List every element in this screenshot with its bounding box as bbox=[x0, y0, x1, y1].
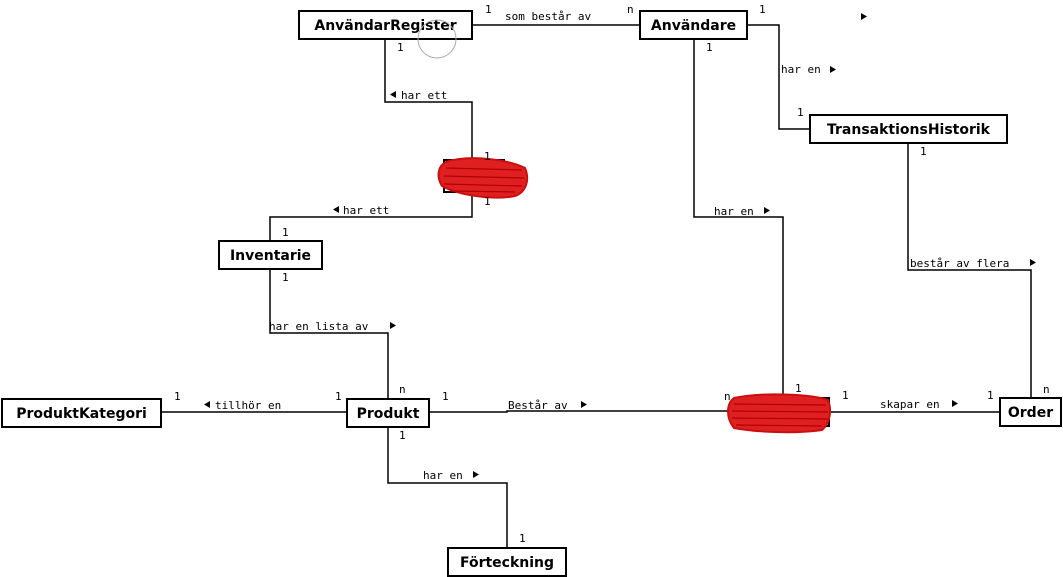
entity-forteckning[interactable]: Förteckning bbox=[447, 547, 567, 577]
multiplicity: 1 bbox=[282, 271, 289, 284]
multiplicity: n bbox=[399, 383, 406, 396]
line-trans-order bbox=[907, 143, 1032, 398]
line-anvandare-trans bbox=[747, 24, 810, 130]
multiplicity: 1 bbox=[759, 3, 766, 16]
entity-label: AnvändarRegister bbox=[314, 18, 456, 34]
multiplicity: 1 bbox=[399, 429, 406, 442]
multiplicity-labels: 1 n 1 1 1 1 1 1 1 1 1 1 n 1 1 1 n 1 1 1 … bbox=[174, 3, 1050, 545]
multiplicity: 1 bbox=[987, 389, 994, 402]
relation-label: tillhör en bbox=[215, 399, 281, 412]
relation-label: har ett bbox=[343, 204, 389, 217]
redaction-mark-top bbox=[437, 157, 529, 199]
entity-label: Användare bbox=[651, 18, 736, 34]
line-register-redacted bbox=[384, 39, 473, 160]
line-redacted-inventarie bbox=[269, 192, 473, 241]
cursor-indicator bbox=[417, 19, 457, 59]
line-inventarie-produkt bbox=[269, 269, 389, 399]
relation-label: har en bbox=[781, 63, 821, 76]
multiplicity: 1 bbox=[797, 106, 804, 119]
multiplicity: 1 bbox=[842, 389, 849, 402]
line-produkt-redacted bbox=[429, 410, 730, 413]
multiplicity: 1 bbox=[397, 41, 404, 54]
entity-transaktionshistorik[interactable]: TransaktionsHistorik bbox=[809, 114, 1008, 144]
multiplicity: 1 bbox=[485, 3, 492, 16]
entity-label: Inventarie bbox=[230, 248, 311, 264]
line-produkt-forteckning bbox=[387, 427, 508, 548]
relation-label: har ett bbox=[401, 89, 447, 102]
entity-produkt[interactable]: Produkt bbox=[346, 398, 430, 428]
multiplicity: n bbox=[724, 390, 731, 403]
multiplicity: 1 bbox=[174, 390, 181, 403]
line-anvandare-redacted bbox=[693, 39, 784, 398]
relation-label: Består av bbox=[508, 399, 568, 412]
entity-order[interactable]: Order bbox=[999, 397, 1062, 427]
entity-label: TransaktionsHistorik bbox=[827, 122, 991, 138]
relation-label: som består av bbox=[505, 10, 591, 23]
multiplicity: n bbox=[627, 3, 634, 16]
connectors bbox=[161, 24, 1032, 548]
multiplicity: 1 bbox=[484, 150, 491, 163]
multiplicity: n bbox=[1043, 383, 1050, 396]
multiplicity: 1 bbox=[706, 41, 713, 54]
relation-labels: som består av har ett har ett har en har… bbox=[204, 10, 1036, 482]
multiplicity: 1 bbox=[484, 195, 491, 208]
entity-label: Förteckning bbox=[460, 555, 554, 571]
entity-produktkategori[interactable]: ProduktKategori bbox=[1, 398, 162, 428]
entity-label: ProduktKategori bbox=[16, 406, 147, 422]
multiplicity: 1 bbox=[795, 382, 802, 395]
entity-anvandarregister[interactable]: AnvändarRegister bbox=[298, 10, 473, 40]
multiplicity: 1 bbox=[442, 390, 449, 403]
redaction-mark-bottom bbox=[727, 393, 831, 434]
relation-label: skapar en bbox=[880, 398, 940, 411]
relation-label: har en bbox=[423, 469, 463, 482]
multiplicity: 1 bbox=[282, 226, 289, 239]
relation-label: har en lista av bbox=[269, 320, 369, 333]
relation-label: består av flera bbox=[910, 257, 1009, 270]
entity-label: Produkt bbox=[357, 406, 420, 422]
multiplicity: 1 bbox=[920, 145, 927, 158]
multiplicity: 1 bbox=[335, 390, 342, 403]
relation-label: har en bbox=[714, 205, 754, 218]
entity-inventarie[interactable]: Inventarie bbox=[218, 240, 323, 270]
multiplicity: 1 bbox=[519, 532, 526, 545]
entity-label: Order bbox=[1008, 405, 1053, 421]
entity-anvandare[interactable]: Användare bbox=[639, 10, 748, 40]
